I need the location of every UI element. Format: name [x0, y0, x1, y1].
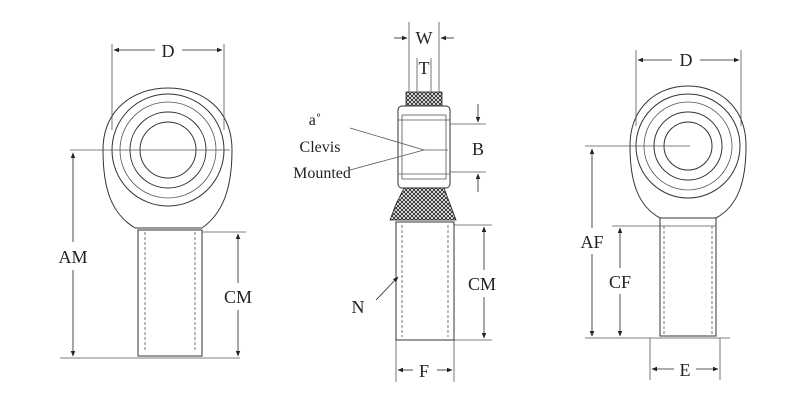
right-e-label: E [680, 360, 691, 380]
mid-angle-line-bottom [349, 149, 425, 171]
mid-clevis-label-1: Clevis [300, 139, 341, 156]
mid-shank [395, 221, 455, 341]
mid-race-inner [401, 114, 447, 180]
left-view: D AM CM [58, 41, 252, 359]
left-cm-label: CM [224, 287, 252, 307]
mid-f-label: F [419, 361, 429, 381]
left-d-label: D [162, 41, 175, 61]
mid-n-leader [375, 276, 399, 301]
right-af-label: AF [580, 232, 603, 252]
mid-bottom-knurl [389, 187, 457, 221]
middle-view: W T B a˚ Clevis Mounted CM N F [293, 22, 496, 382]
mid-w-label: W [416, 28, 433, 48]
mid-top-knurl [405, 91, 443, 107]
mid-cm-label: CM [468, 274, 496, 294]
mid-n-label: N [352, 297, 365, 317]
left-am-label: AM [58, 247, 87, 267]
right-head-outline [629, 85, 747, 219]
left-shank [137, 229, 203, 357]
right-cf-label: CF [609, 272, 631, 292]
mid-angle-line-top [349, 127, 425, 151]
mid-race [397, 105, 451, 189]
right-d-label: D [680, 50, 693, 70]
right-body [659, 217, 717, 337]
left-head-outline [102, 87, 233, 229]
mid-b-label: B [472, 139, 484, 159]
mid-angle-label: a˚ [309, 112, 321, 129]
right-view: D AF CF E [580, 50, 747, 380]
mid-clevis-label-2: Mounted [293, 165, 351, 182]
mid-t-label: T [419, 58, 430, 78]
